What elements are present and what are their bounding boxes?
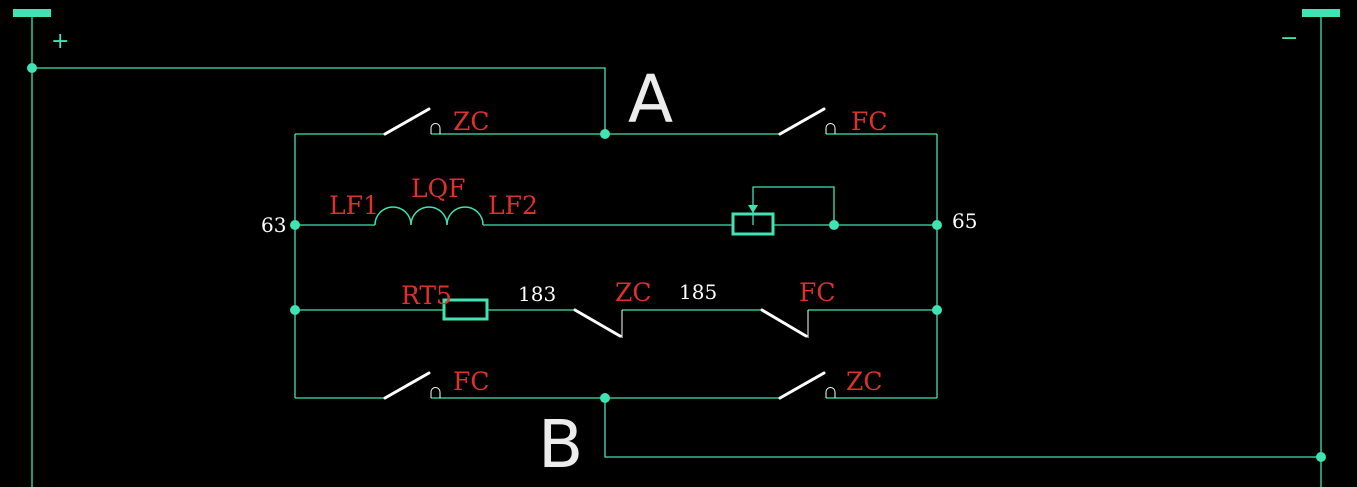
row2-wire: [295, 186, 937, 226]
rheostat-icon: [731, 212, 775, 236]
row4-left-normally-open-contact-icon: [383, 371, 441, 400]
node-63-label: 63: [261, 213, 286, 237]
junction-dot-icon: [600, 129, 610, 139]
junction-dot-icon: [290, 305, 300, 315]
resistor-icon: [442, 298, 489, 321]
junction-dots: [27, 63, 1326, 462]
junction-dot-icon: [829, 220, 839, 230]
coil-terminal-lf1-label: LF1: [329, 191, 379, 220]
row1-right-normally-open-contact-icon: [778, 107, 836, 136]
junction-dot-icon: [600, 393, 610, 403]
row3-left-contact-label: ZC: [615, 278, 652, 307]
negative-supply-wire: [604, 13, 1322, 487]
row1-left-normally-open-contact-icon: [383, 107, 441, 136]
inductor-coil-icon: [374, 206, 484, 226]
row4-left-contact-label: FC: [453, 367, 489, 396]
row1-right-contact-label: FC: [851, 107, 887, 136]
resistor-label: RT5: [401, 281, 452, 310]
node-65-label: 65: [952, 209, 977, 233]
junction-dot-icon: [1316, 452, 1326, 462]
wire-185-label: 185: [679, 280, 717, 304]
row4-right-normally-open-contact-icon: [778, 371, 836, 400]
junction-dot-icon: [932, 305, 942, 315]
rheostat-arrow-icon: [748, 205, 758, 213]
junction-dot-icon: [290, 220, 300, 230]
wire-183-label: 183: [518, 282, 556, 306]
positive-sign: +: [51, 29, 69, 54]
row3-right-normally-closed-contact-icon: [760, 308, 809, 338]
positive-supply-wire: [31, 13, 606, 487]
point-a-label: A: [628, 61, 673, 138]
coil-terminal-lf2-label: LF2: [488, 191, 538, 220]
junction-dot-icon: [27, 63, 37, 73]
row1-left-contact-label: ZC: [453, 107, 490, 136]
junction-dot-icon: [932, 220, 942, 230]
row3-right-contact-label: FC: [799, 278, 835, 307]
row3-left-normally-closed-contact-icon: [573, 308, 623, 338]
point-b-label: B: [538, 406, 583, 483]
negative-sign: −: [1280, 26, 1298, 51]
coil-name-label: LQF: [411, 174, 465, 203]
row4-right-contact-label: ZC: [846, 367, 883, 396]
